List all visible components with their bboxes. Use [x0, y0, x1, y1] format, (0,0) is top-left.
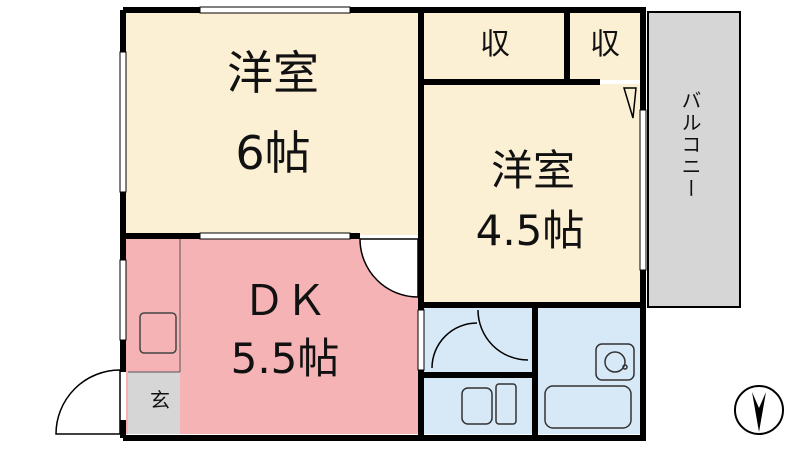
room-western-6-fill: [126, 12, 420, 235]
room-western-6-name: 洋室: [227, 46, 319, 100]
closet-a-fill: [424, 12, 566, 80]
entrance-fill: [128, 372, 180, 434]
north-arrow-icon: [734, 385, 784, 435]
walls: [120, 7, 646, 441]
fixtures: [461, 343, 635, 429]
room-western-45-fill: [424, 84, 641, 303]
entrance-label: 玄: [150, 388, 170, 412]
closet-b-label: 収: [590, 27, 620, 62]
room-western-45-size: 4.5帖: [475, 206, 585, 255]
room-dk-size: 5.5帖: [230, 334, 340, 383]
room-western-6-size: 6帖: [235, 126, 311, 180]
balcony-label: バルコニー: [678, 90, 702, 200]
closet-b-fill: [570, 12, 641, 80]
balcony-fill: [647, 11, 741, 308]
closet-a-label: 収: [480, 27, 510, 62]
doors: [55, 87, 637, 435]
window-marks: [119, 6, 647, 371]
kitchen-sink: [139, 312, 177, 354]
room-dk-name: ＤＫ: [242, 276, 327, 325]
room-western-45-name: 洋室: [490, 146, 575, 195]
